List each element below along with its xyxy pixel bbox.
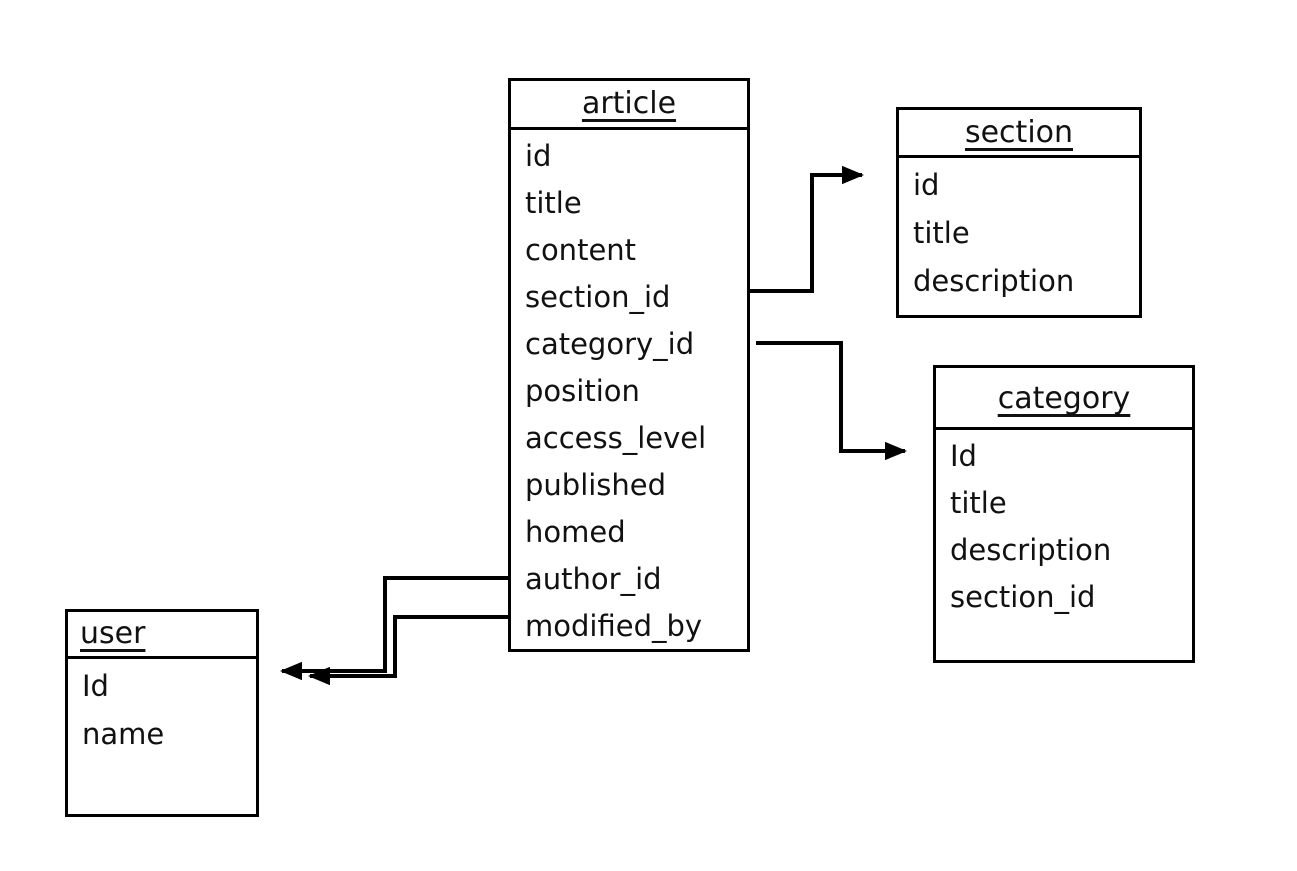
field-article-author-id: author_id bbox=[525, 562, 662, 596]
table-article-fields: id title content section_id category_id … bbox=[511, 130, 747, 650]
field-section-title: title bbox=[913, 216, 970, 250]
table-user-fields: Id name bbox=[68, 659, 256, 758]
field-category-section-id: section_id bbox=[950, 580, 1096, 614]
table-category-fields: Id title description section_id bbox=[936, 430, 1192, 621]
table-user: user Id name bbox=[65, 609, 259, 817]
field-user-name: name bbox=[82, 717, 165, 751]
table-section-header: section bbox=[899, 110, 1139, 158]
field-user-id: Id bbox=[82, 669, 109, 703]
field-article-modified-by: modified_by bbox=[525, 609, 703, 643]
table-user-title: user bbox=[80, 616, 146, 651]
field-article-access-level: access_level bbox=[525, 421, 707, 455]
field-article-id: id bbox=[525, 139, 552, 173]
field-article-section-id: section_id bbox=[525, 280, 671, 314]
field-category-id: Id bbox=[950, 439, 977, 473]
table-article-header: article bbox=[511, 81, 747, 130]
field-article-content: content bbox=[525, 233, 637, 267]
field-article-published: published bbox=[525, 468, 667, 502]
table-category: category Id title description section_id bbox=[933, 365, 1195, 663]
field-category-title: title bbox=[950, 486, 1007, 520]
arrow-article-author-id-to-user bbox=[280, 576, 510, 681]
field-category-description: description bbox=[950, 533, 1112, 567]
field-article-homed: homed bbox=[525, 515, 626, 549]
table-section-title: section bbox=[964, 115, 1074, 150]
field-article-position: position bbox=[525, 374, 640, 408]
arrow-article-modified-by-to-user bbox=[308, 615, 510, 686]
table-category-title: category bbox=[997, 381, 1131, 416]
field-section-description: description bbox=[913, 264, 1075, 298]
table-section-fields: id title description bbox=[899, 158, 1139, 305]
field-section-id: id bbox=[913, 168, 940, 202]
table-category-header: category bbox=[936, 368, 1192, 430]
table-user-header: user bbox=[68, 612, 256, 659]
table-section: section id title description bbox=[896, 107, 1142, 318]
table-article: article id title content section_id cate… bbox=[508, 78, 750, 652]
table-article-title: article bbox=[581, 86, 677, 121]
field-article-category-id: category_id bbox=[525, 327, 695, 361]
arrow-article-section-id-to-section bbox=[750, 165, 864, 293]
field-article-title: title bbox=[525, 186, 582, 220]
arrow-article-category-id-to-category bbox=[756, 341, 907, 461]
